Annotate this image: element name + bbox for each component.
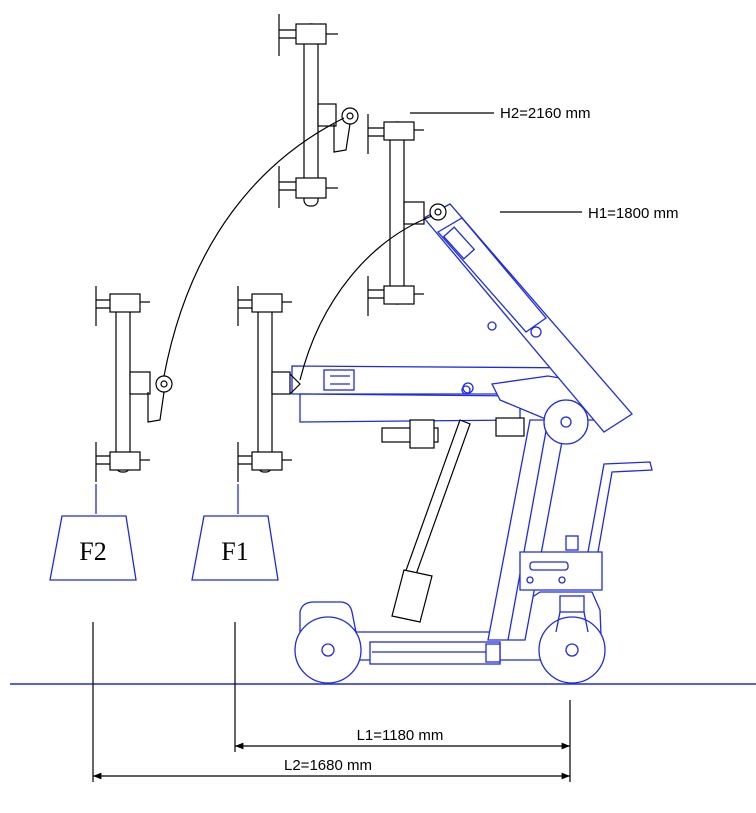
weight-f1-label: F1	[221, 537, 248, 566]
actuator-cylinder	[391, 385, 471, 623]
arm-bracket-units	[381, 417, 525, 449]
l1-label: L1=1180 mm	[357, 727, 444, 744]
push-handle	[587, 461, 653, 553]
rear-wheel	[538, 595, 606, 684]
weight-f1: F1	[191, 515, 279, 581]
vacuum-frame-h2	[278, 14, 359, 208]
front-wheel	[294, 616, 362, 684]
lifter-machine	[291, 203, 653, 684]
dimension-l1: L1=1180 mm	[235, 727, 570, 750]
h2-label: H2=2160 mm	[500, 105, 590, 122]
vacuum-frame-f1	[237, 286, 301, 482]
dimension-h2: H2=2160 mm	[410, 105, 590, 122]
base-chassis	[299, 591, 603, 665]
h1-label: H1=1800 mm	[588, 205, 678, 222]
vacuum-frame-h1	[367, 114, 447, 316]
dimension-h1: H1=1800 mm	[500, 205, 678, 222]
control-plate	[519, 535, 603, 591]
weight-f2: F2	[49, 515, 137, 581]
weight-f2-label: F2	[79, 537, 106, 566]
pivot-roller	[543, 399, 589, 445]
swing-arc-outer	[163, 117, 345, 377]
swing-arc-inner	[299, 215, 433, 381]
l2-label: L2=1680 mm	[284, 757, 372, 774]
vacuum-frame-f2	[95, 286, 173, 482]
dimension-l2: L2=1680 mm	[92, 757, 570, 780]
